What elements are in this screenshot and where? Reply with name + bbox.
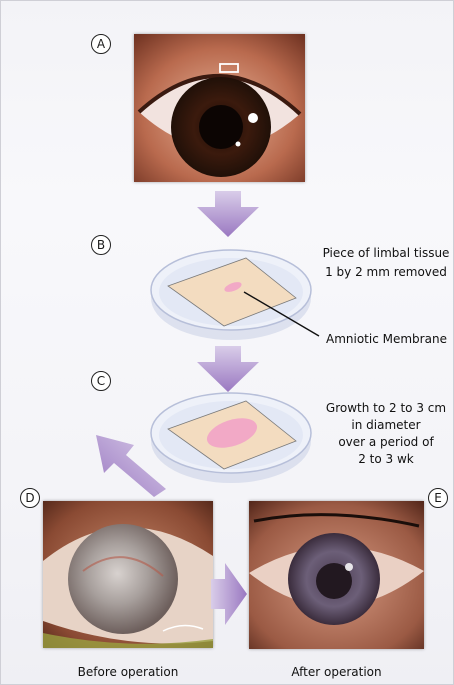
right-arrow-icon	[211, 563, 247, 625]
panel-b-letter: B	[91, 235, 111, 255]
panel-c-note-line: over a period of	[317, 435, 454, 450]
amniotic-membrane-label: Amniotic Membrane	[326, 332, 451, 347]
panel-a-letter: A	[91, 34, 111, 54]
panel-c-note-line: in diameter	[317, 418, 454, 433]
diagonal-arrow-icon	[96, 431, 168, 501]
before-operation-caption: Before operation	[43, 665, 213, 680]
after-operation-caption: After operation	[249, 665, 424, 680]
panel-c-note: Growth to 2 to 3 cm in diameter over a p…	[317, 401, 454, 467]
culture-dish-c	[146, 389, 316, 487]
panel-c-note-line: 2 to 3 wk	[317, 452, 454, 467]
after-operation-photo	[249, 501, 424, 649]
panel-b-note: Piece of limbal tissue 1 by 2 mm removed	[317, 246, 454, 280]
panel-b-note-line: 1 by 2 mm removed	[317, 265, 454, 280]
donor-eye-photo	[134, 34, 305, 182]
culture-dish-b	[146, 246, 316, 344]
down-arrow-icon	[197, 346, 259, 392]
panel-b-note-line: Piece of limbal tissue	[317, 246, 454, 261]
panel-e-letter: E	[428, 488, 448, 508]
down-arrow-icon	[197, 191, 259, 237]
panel-c-letter: C	[91, 371, 111, 391]
panel-d-letter: D	[20, 488, 40, 508]
before-operation-photo	[43, 501, 213, 648]
panel-c-note-line: Growth to 2 to 3 cm	[317, 401, 454, 416]
